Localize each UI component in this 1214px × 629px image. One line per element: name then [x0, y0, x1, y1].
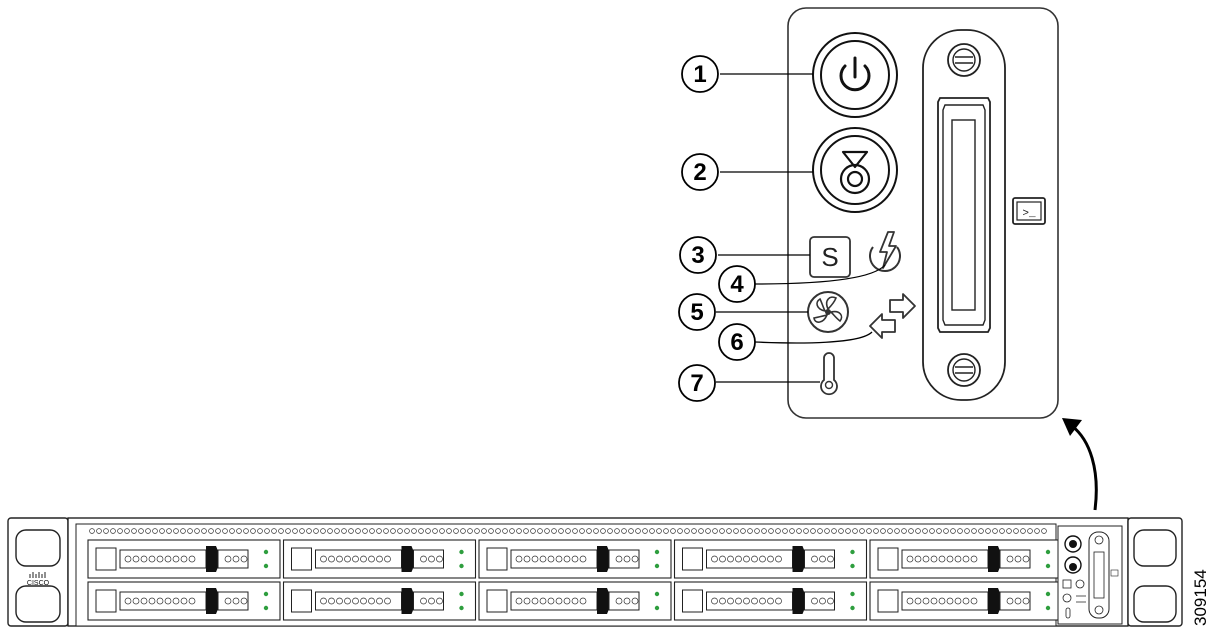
cisco-logo-text: CISCO — [27, 580, 50, 587]
drive-activity-led — [459, 563, 464, 569]
cisco-logo: CISCO — [27, 572, 50, 587]
console-glyph: >_ — [1022, 208, 1036, 220]
chassis-control-panel — [1057, 525, 1123, 625]
drive-activity-led — [850, 605, 855, 611]
drive-bays — [87, 539, 1063, 621]
drive-activity-led — [1045, 563, 1051, 569]
power-supply-status-led-icon — [869, 231, 901, 272]
kvm-console-connector-icon — [922, 29, 1006, 401]
fan-status-led-icon — [807, 291, 849, 333]
drive-bay — [673, 539, 868, 579]
drive-bay — [87, 539, 281, 579]
drive-activity-led — [263, 563, 269, 569]
drive-status-led — [654, 549, 660, 555]
drive-bay — [282, 581, 477, 621]
drive-activity-led — [1045, 605, 1051, 611]
left-rack-ear: CISCO — [7, 517, 69, 627]
drive-activity-led — [850, 563, 855, 569]
callout-number: 1 — [693, 61, 706, 88]
drive-status-led — [654, 591, 660, 597]
drive-bay — [87, 581, 281, 621]
callout-number: 4 — [730, 271, 744, 298]
drive-activity-led — [654, 605, 660, 611]
drawing-id: 309154 — [1191, 569, 1210, 626]
drive-activity-led — [654, 563, 660, 569]
callout-1: 1 — [681, 55, 719, 93]
callout-number: 5 — [690, 299, 703, 326]
drive-bay — [478, 539, 672, 579]
network-link-activity-led-icon — [869, 293, 916, 339]
drive-status-led — [459, 549, 464, 555]
front-panel-detail: S — [678, 7, 1059, 419]
callout-number: 3 — [691, 242, 704, 269]
drive-bay — [869, 539, 1063, 579]
callout-leaders — [716, 73, 886, 383]
callout-3: 3 — [679, 236, 717, 274]
system-status-glyph: S — [821, 242, 838, 272]
unit-identification-button-icon — [812, 127, 898, 213]
callout-6: 6 — [718, 323, 756, 361]
callout-number: 2 — [693, 159, 706, 186]
temperature-status-led-icon — [820, 352, 838, 396]
drive-status-led — [459, 591, 464, 597]
callout-5: 5 — [678, 293, 716, 331]
drive-status-led — [263, 591, 269, 597]
callout-number: 6 — [730, 329, 743, 356]
drive-activity-led — [263, 605, 269, 611]
callout-number: 7 — [690, 370, 703, 397]
drive-bay — [282, 539, 477, 579]
drive-status-led — [263, 549, 269, 555]
power-button-icon — [812, 32, 898, 118]
pointer-arrow — [1062, 418, 1098, 511]
system-status-led-icon: S — [809, 236, 851, 278]
drive-bay — [673, 581, 868, 621]
console-prompt-icon: >_ — [1012, 197, 1046, 225]
drive-activity-led — [459, 605, 464, 611]
callout-7: 7 — [678, 364, 716, 402]
drive-bay — [478, 581, 672, 621]
callout-2: 2 — [681, 153, 719, 191]
vent-row — [89, 528, 1047, 534]
callout-4: 4 — [718, 265, 756, 303]
server-chassis: CISCO — [7, 517, 1183, 627]
drive-status-led — [850, 549, 855, 555]
right-rack-ear — [1127, 517, 1183, 627]
drive-status-led — [850, 591, 855, 597]
drive-status-led — [1045, 549, 1051, 555]
drive-status-led — [1045, 591, 1051, 597]
drive-bay — [869, 581, 1063, 621]
